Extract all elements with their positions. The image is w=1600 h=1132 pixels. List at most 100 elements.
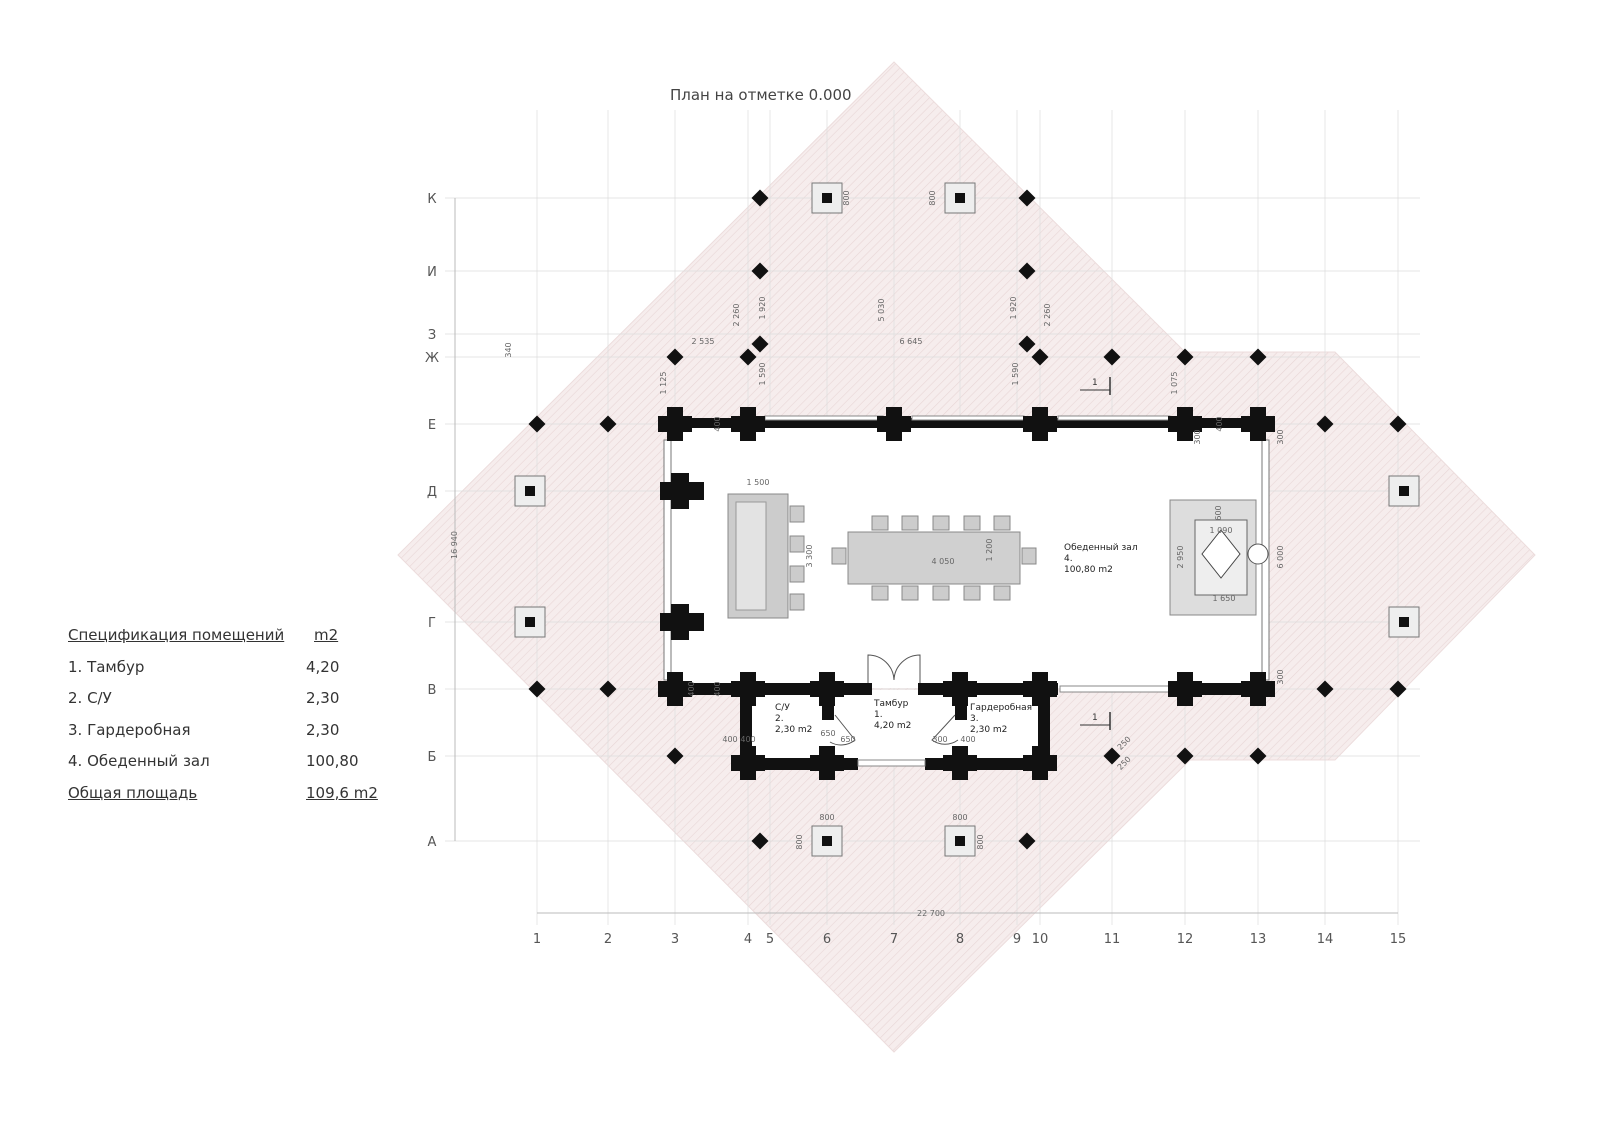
dimension-label: 4 050 [932, 557, 955, 566]
chair [963, 515, 981, 531]
room-number: 3. [970, 714, 979, 724]
dimension-label: 400 [713, 416, 722, 431]
column-post [599, 415, 617, 433]
col-axis-label: 6 [823, 932, 831, 947]
column-post [1316, 680, 1334, 698]
row-axis-label: Ж [425, 351, 439, 366]
spec-total-value: 109,6 m2 [306, 783, 378, 802]
room-number: 1. [874, 710, 883, 720]
col-axis-label: 2 [604, 932, 612, 947]
spec-value: 2,30 [306, 689, 340, 707]
col-axis-label: 8 [956, 932, 964, 947]
column-post [739, 348, 757, 366]
column-post [1103, 747, 1121, 765]
dimension-label: 400 [740, 735, 755, 744]
chair [963, 585, 981, 601]
column-post [751, 335, 769, 353]
room-name: Гардеробная [970, 703, 1032, 713]
chair [932, 515, 950, 531]
column-post [1389, 680, 1407, 698]
dimension-label: 22 700 [917, 909, 945, 918]
row-axis-label: И [427, 265, 437, 280]
dimension-label: 2 535 [692, 337, 715, 346]
chair [993, 585, 1011, 601]
dimension-label: 2 260 [1043, 304, 1052, 327]
dimension-label: 650 [840, 735, 855, 744]
chair [831, 547, 847, 565]
column-post [599, 680, 617, 698]
dining-table [847, 531, 1021, 585]
row-axis-label: К [427, 192, 436, 207]
column-post [666, 348, 684, 366]
dimension-label: 400 [960, 735, 975, 744]
dimension-label: 5 030 [877, 299, 886, 322]
row-axis-label: Б [428, 750, 437, 765]
col-axis-label: 12 [1177, 932, 1194, 947]
spec-row: 2. С/У 2,30 [68, 689, 388, 721]
room-name: Тамбур [873, 699, 909, 709]
dimension-label: 6 645 [900, 337, 923, 346]
dimension-label: 1 200 [985, 539, 994, 562]
plan-title: План на отметке 0.000 [670, 86, 852, 104]
dimension-label: 1 075 [1170, 372, 1179, 395]
dimension-label: 1 920 [1009, 297, 1018, 320]
col-axis-label: 5 [766, 932, 774, 947]
row-axis-label: Г [428, 616, 436, 631]
col-axis-label: 9 [1013, 932, 1021, 947]
chair [901, 515, 919, 531]
row-axis-label: В [428, 683, 437, 698]
dimension-label: 800 [819, 813, 834, 822]
dimension-label: 300 [1193, 429, 1202, 444]
dimension-label: 300 [1276, 669, 1285, 684]
dimension-label: 650 [820, 729, 835, 738]
col-axis-label: 13 [1250, 932, 1267, 947]
dimension-label: 2 260 [732, 304, 741, 327]
dimension-label: 16 940 [450, 531, 459, 559]
room-name: С/У [775, 703, 790, 713]
column-post [528, 415, 546, 433]
chair [789, 593, 805, 611]
dimension-label: 800 [976, 834, 985, 849]
dimension-label: 1 650 [1213, 594, 1236, 603]
spec-name: 2. С/У [68, 689, 112, 707]
spec-name: 3. Гардеробная [68, 720, 191, 739]
room-number: 2. [775, 714, 784, 724]
dimension-label: 340 [504, 342, 513, 357]
row-axis-label: З [428, 328, 436, 343]
dimension-label: 1 500 [747, 478, 770, 487]
spec-total-name: Общая площадь [68, 783, 198, 802]
row-axis-label: Е [428, 418, 436, 433]
dimension-label: 1 920 [758, 297, 767, 320]
spec-value: 4,20 [306, 657, 340, 676]
chair [871, 585, 889, 601]
col-axis-label: 15 [1390, 932, 1407, 947]
row-axis-label: А [428, 835, 437, 850]
col-axis-label: 10 [1032, 932, 1049, 947]
spec-header-name: Спецификация помещений [68, 626, 285, 644]
col-axis-label: 3 [671, 932, 679, 947]
building [514, 182, 1420, 857]
dimension-label: 2 950 [1176, 546, 1185, 569]
dimension-label: 1 125 [659, 372, 668, 395]
column-post [1176, 747, 1194, 765]
dimension-label: 1 590 [1011, 363, 1020, 386]
col-axis-label: 11 [1104, 932, 1121, 947]
room-area: 2,30 m2 [775, 725, 812, 735]
column-post [1249, 747, 1267, 765]
dimension-label: 800 [842, 190, 851, 205]
spec-header-unit: m2 [314, 626, 339, 644]
dimension-label: 300 [932, 735, 947, 744]
dimension-label: 400 [722, 735, 737, 744]
spec-name: 4. Обеденный зал [68, 752, 210, 770]
dimension-label: 400 [713, 681, 722, 696]
wall-west-window [663, 439, 672, 681]
row-axis-label: Д [427, 485, 437, 500]
wall-north [662, 418, 1272, 428]
column-post [528, 680, 546, 698]
